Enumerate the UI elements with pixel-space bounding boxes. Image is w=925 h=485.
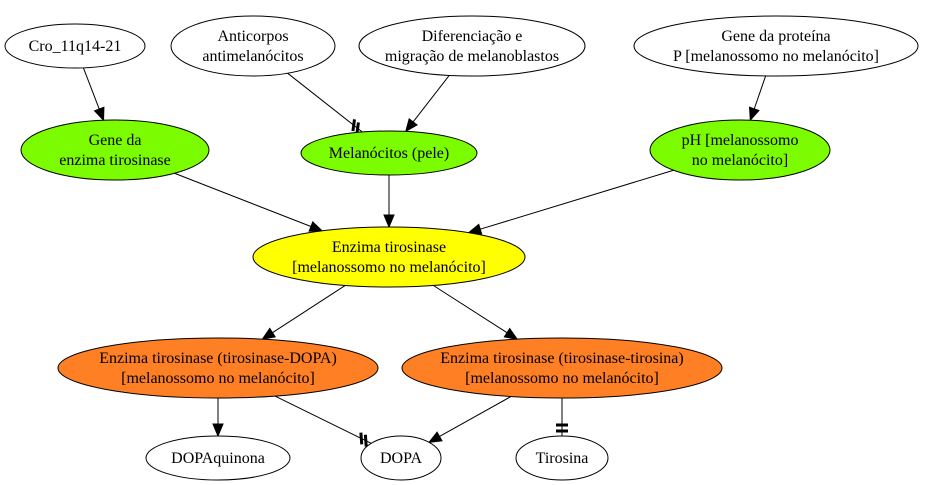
node-shape-tirosinase-dopa — [57, 337, 379, 399]
node-label-dopa: DOPA — [380, 450, 423, 467]
arrow-head — [308, 220, 324, 232]
node-melanocitos: Melanócitos (pele) — [300, 130, 478, 176]
node-shape-gene-tirosinase — [20, 119, 210, 181]
arrow-head — [212, 423, 224, 438]
node-shape-tirosinase-tirosina — [401, 337, 723, 399]
node-label-gene-proteina-p: P [melanossomo no melanócito] — [673, 48, 879, 65]
edge-line — [412, 75, 450, 123]
node-label-dopaquinona: DOPAquinona — [171, 450, 265, 467]
node-label-gene-proteina-p: Gene da proteína — [721, 28, 830, 45]
node-label-enzima-tirosinase: [melanossomo no melanócito] — [292, 259, 486, 276]
node-label-melanocitos: Melanócitos (pele) — [329, 145, 449, 162]
node-anticorpos: Anticorpos antimelanócitos — [170, 15, 336, 77]
edge-line — [432, 284, 508, 334]
edge-anticorpos-to-melanocitos — [287, 72, 363, 135]
node-cro: Cro_11q14-21 — [4, 23, 146, 69]
edge-ph-to-enzima-tirosinase — [467, 169, 674, 235]
arrow-head — [383, 214, 395, 229]
node-shape-gene-proteina-p — [633, 15, 919, 77]
node-enzima-tirosinase: Enzima tirosinase [melanossomo no melanóc… — [252, 226, 526, 288]
node-shape-tirosina — [515, 435, 609, 481]
node-label-gene-tirosinase: enzima tirosinase — [59, 152, 171, 169]
edge-line — [82, 67, 100, 110]
node-dopaquinona: DOPAquinona — [145, 435, 291, 481]
edge-line — [274, 395, 372, 444]
edge-melanocitos-to-enzima-tirosinase — [383, 175, 395, 229]
edge-tirosinase-tirosina-to-dopa — [427, 396, 512, 443]
node-tirosina: Tirosina — [515, 435, 609, 481]
node-shape-melanocitos — [300, 130, 478, 176]
edge-tirosinase-tirosina-to-tirosina — [556, 398, 568, 436]
arrow-head — [261, 327, 277, 340]
nodes-layer: Cro_11q14-21 Anticorpos antimelanócitos Dif… — [4, 15, 919, 481]
edge-line — [287, 72, 363, 133]
node-label-tirosinase-tirosina: [melanossomo no melanócito] — [465, 370, 659, 387]
node-shape-diferenciacao — [358, 15, 586, 77]
edge-line — [174, 172, 312, 227]
arrow-head — [427, 431, 443, 443]
node-shape-cro — [4, 23, 146, 69]
inhibit-mark — [359, 432, 364, 445]
node-diferenciacao: Diferenciação e migração de melanoblastos — [358, 15, 586, 77]
arrow-head — [404, 118, 418, 133]
node-gene-tirosinase: Gene da enzima tirosinase — [20, 119, 210, 181]
node-ph: pH [melanossomo no melanócito] — [649, 119, 831, 181]
node-gene-proteina-p: Gene da proteína P [melanossomo no melanó… — [633, 15, 919, 77]
node-shape-dopaquinona — [145, 435, 291, 481]
edge-diferenciacao-to-melanocitos — [404, 75, 450, 133]
inhibit-mark — [351, 119, 356, 132]
node-label-tirosinase-dopa: Enzima tirosinase (tirosinase-DOPA) — [99, 350, 337, 367]
node-tirosinase-dopa: Enzima tirosinase (tirosinase-DOPA) [mela… — [57, 337, 379, 399]
node-label-ph: no melanócito] — [692, 152, 788, 169]
node-label-tirosina: Tirosina — [536, 450, 589, 467]
node-tirosinase-tirosina: Enzima tirosinase (tirosinase-tirosina) [… — [401, 337, 723, 399]
node-label-tirosinase-dopa: [melanossomo no melanócito] — [121, 370, 315, 387]
edge-gene-proteina-p-to-ph — [748, 75, 767, 122]
node-label-anticorpos: Anticorpos — [217, 28, 288, 45]
edge-line — [272, 284, 346, 334]
node-label-enzima-tirosinase: Enzima tirosinase — [332, 239, 446, 256]
edge-line — [753, 75, 767, 110]
node-dopa: DOPA — [360, 435, 442, 481]
node-label-anticorpos: antimelanócitos — [202, 48, 303, 65]
arrow-head — [748, 106, 760, 122]
node-label-diferenciacao: Diferenciação e — [422, 28, 523, 45]
node-label-ph: pH [melanossomo — [682, 132, 799, 149]
node-shape-enzima-tirosinase — [252, 226, 526, 288]
node-label-cro: Cro_11q14-21 — [29, 38, 122, 55]
node-shape-ph — [649, 119, 831, 181]
node-shape-anticorpos — [170, 15, 336, 77]
edge-cro-to-gene-tirosinase — [82, 67, 105, 122]
edge-enzima-tirosinase-to-tirosinase-dopa — [261, 284, 346, 340]
node-label-tirosinase-tirosina: Enzima tirosinase (tirosinase-tirosina) — [440, 350, 683, 367]
edge-enzima-tirosinase-to-tirosinase-tirosina — [432, 284, 519, 340]
node-label-gene-tirosinase: Gene da — [89, 132, 142, 149]
edge-line — [439, 396, 512, 437]
edge-tirosinase-dopa-to-dopaquinona — [212, 398, 224, 438]
inhibit-mark — [363, 434, 368, 447]
edge-line — [480, 169, 674, 230]
node-shape-dopa — [360, 435, 442, 481]
arrow-head — [93, 106, 105, 122]
edge-tirosinase-dopa-to-dopa — [274, 395, 372, 447]
arrow-head — [503, 327, 519, 340]
node-label-diferenciacao: migração de melanoblastos — [385, 48, 559, 65]
edge-gene-tirosinase-to-enzima-tirosinase — [174, 172, 324, 232]
